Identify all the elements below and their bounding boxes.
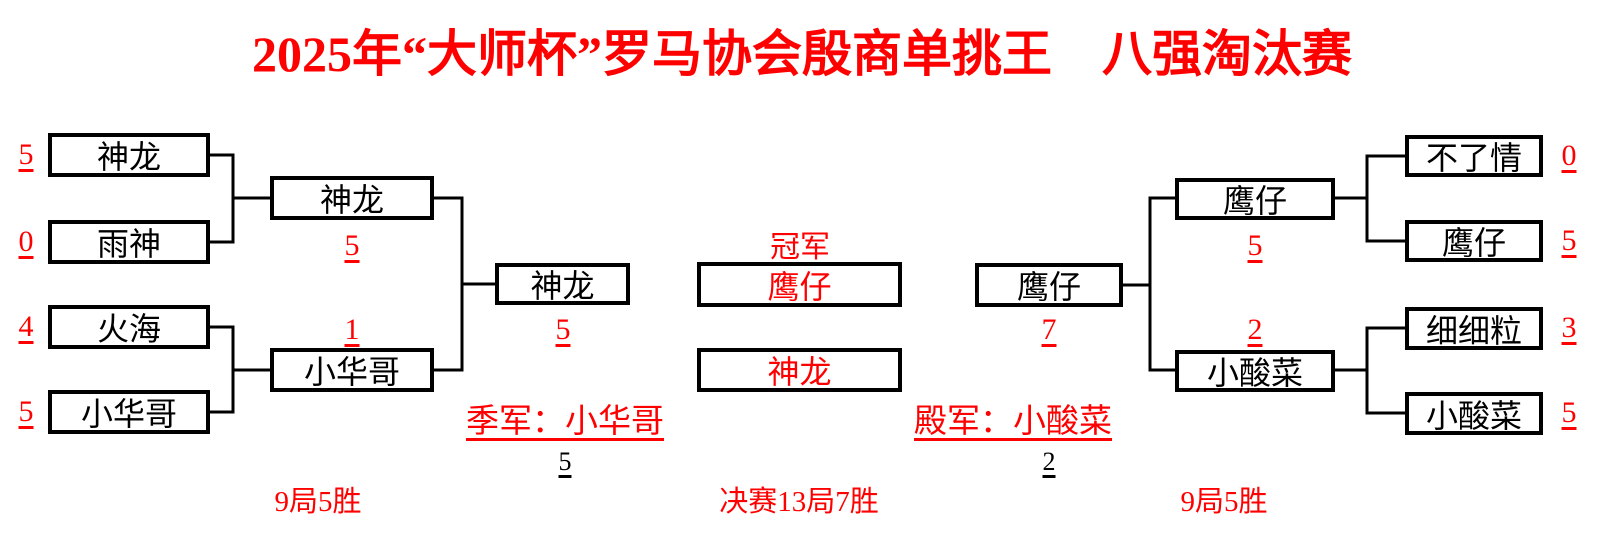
left-qf-player1-box: 神龙 [48,133,210,177]
left-finalist-score: 5 [555,313,571,346]
left-qf-player2-score: 0 [18,225,34,258]
left-format-note: 9局5胜 [274,486,362,518]
left-qf-player4-score: 5 [18,395,34,428]
left-sf-bottom-score: 1 [344,313,360,346]
right-qf-player2-score: 5 [1561,224,1577,257]
right-qf-player3-box: 细细粒 [1405,307,1543,350]
left-qf-player2-box: 雨神 [48,220,210,264]
right-sf-bottom-winner-box: 小酸菜 [1175,350,1335,392]
right-qf-player4-score: 5 [1561,396,1577,429]
left-qf-player1-score: 5 [18,138,34,171]
third-place-score: 5 [558,447,572,476]
tournament-title: 2025年“大师杯”罗马协会殷商单挑王 八强淘汰赛 [252,26,1352,82]
fourth-place-label: 殿军：小酸菜 [914,404,1112,440]
right-sf-bottom-score: 2 [1247,313,1263,346]
right-qf-player3-score: 3 [1561,311,1577,344]
left-sf-top-score: 5 [344,229,360,262]
right-qf-player4-box: 小酸菜 [1405,392,1543,435]
left-finalist-box: 神龙 [495,263,630,305]
right-sf-top-score: 5 [1247,229,1263,262]
right-sf-top-winner-box: 鹰仔 [1175,178,1335,220]
fourth-place-score: 2 [1042,447,1056,476]
left-sf-top-winner-box: 神龙 [270,176,434,220]
right-format-note: 9局5胜 [1180,486,1268,518]
right-qf-player2-box: 鹰仔 [1405,220,1543,262]
right-qf-player1-score: 0 [1561,139,1577,172]
runner-up-box: 神龙 [697,348,902,392]
champion-box: 鹰仔 [697,262,902,307]
right-qf-player1-box: 不了情 [1405,135,1543,177]
left-qf-player4-box: 小华哥 [48,390,210,434]
champion-label: 冠军 [770,231,830,264]
left-qf-player3-box: 火海 [48,305,210,349]
left-qf-player3-score: 4 [18,310,34,343]
third-place-label: 季军：小华哥 [466,404,664,440]
final-format-note: 决赛13局7胜 [719,486,879,518]
right-finalist-box: 鹰仔 [975,263,1123,307]
left-sf-bottom-winner-box: 小华哥 [270,348,434,392]
right-finalist-score: 7 [1041,313,1057,346]
